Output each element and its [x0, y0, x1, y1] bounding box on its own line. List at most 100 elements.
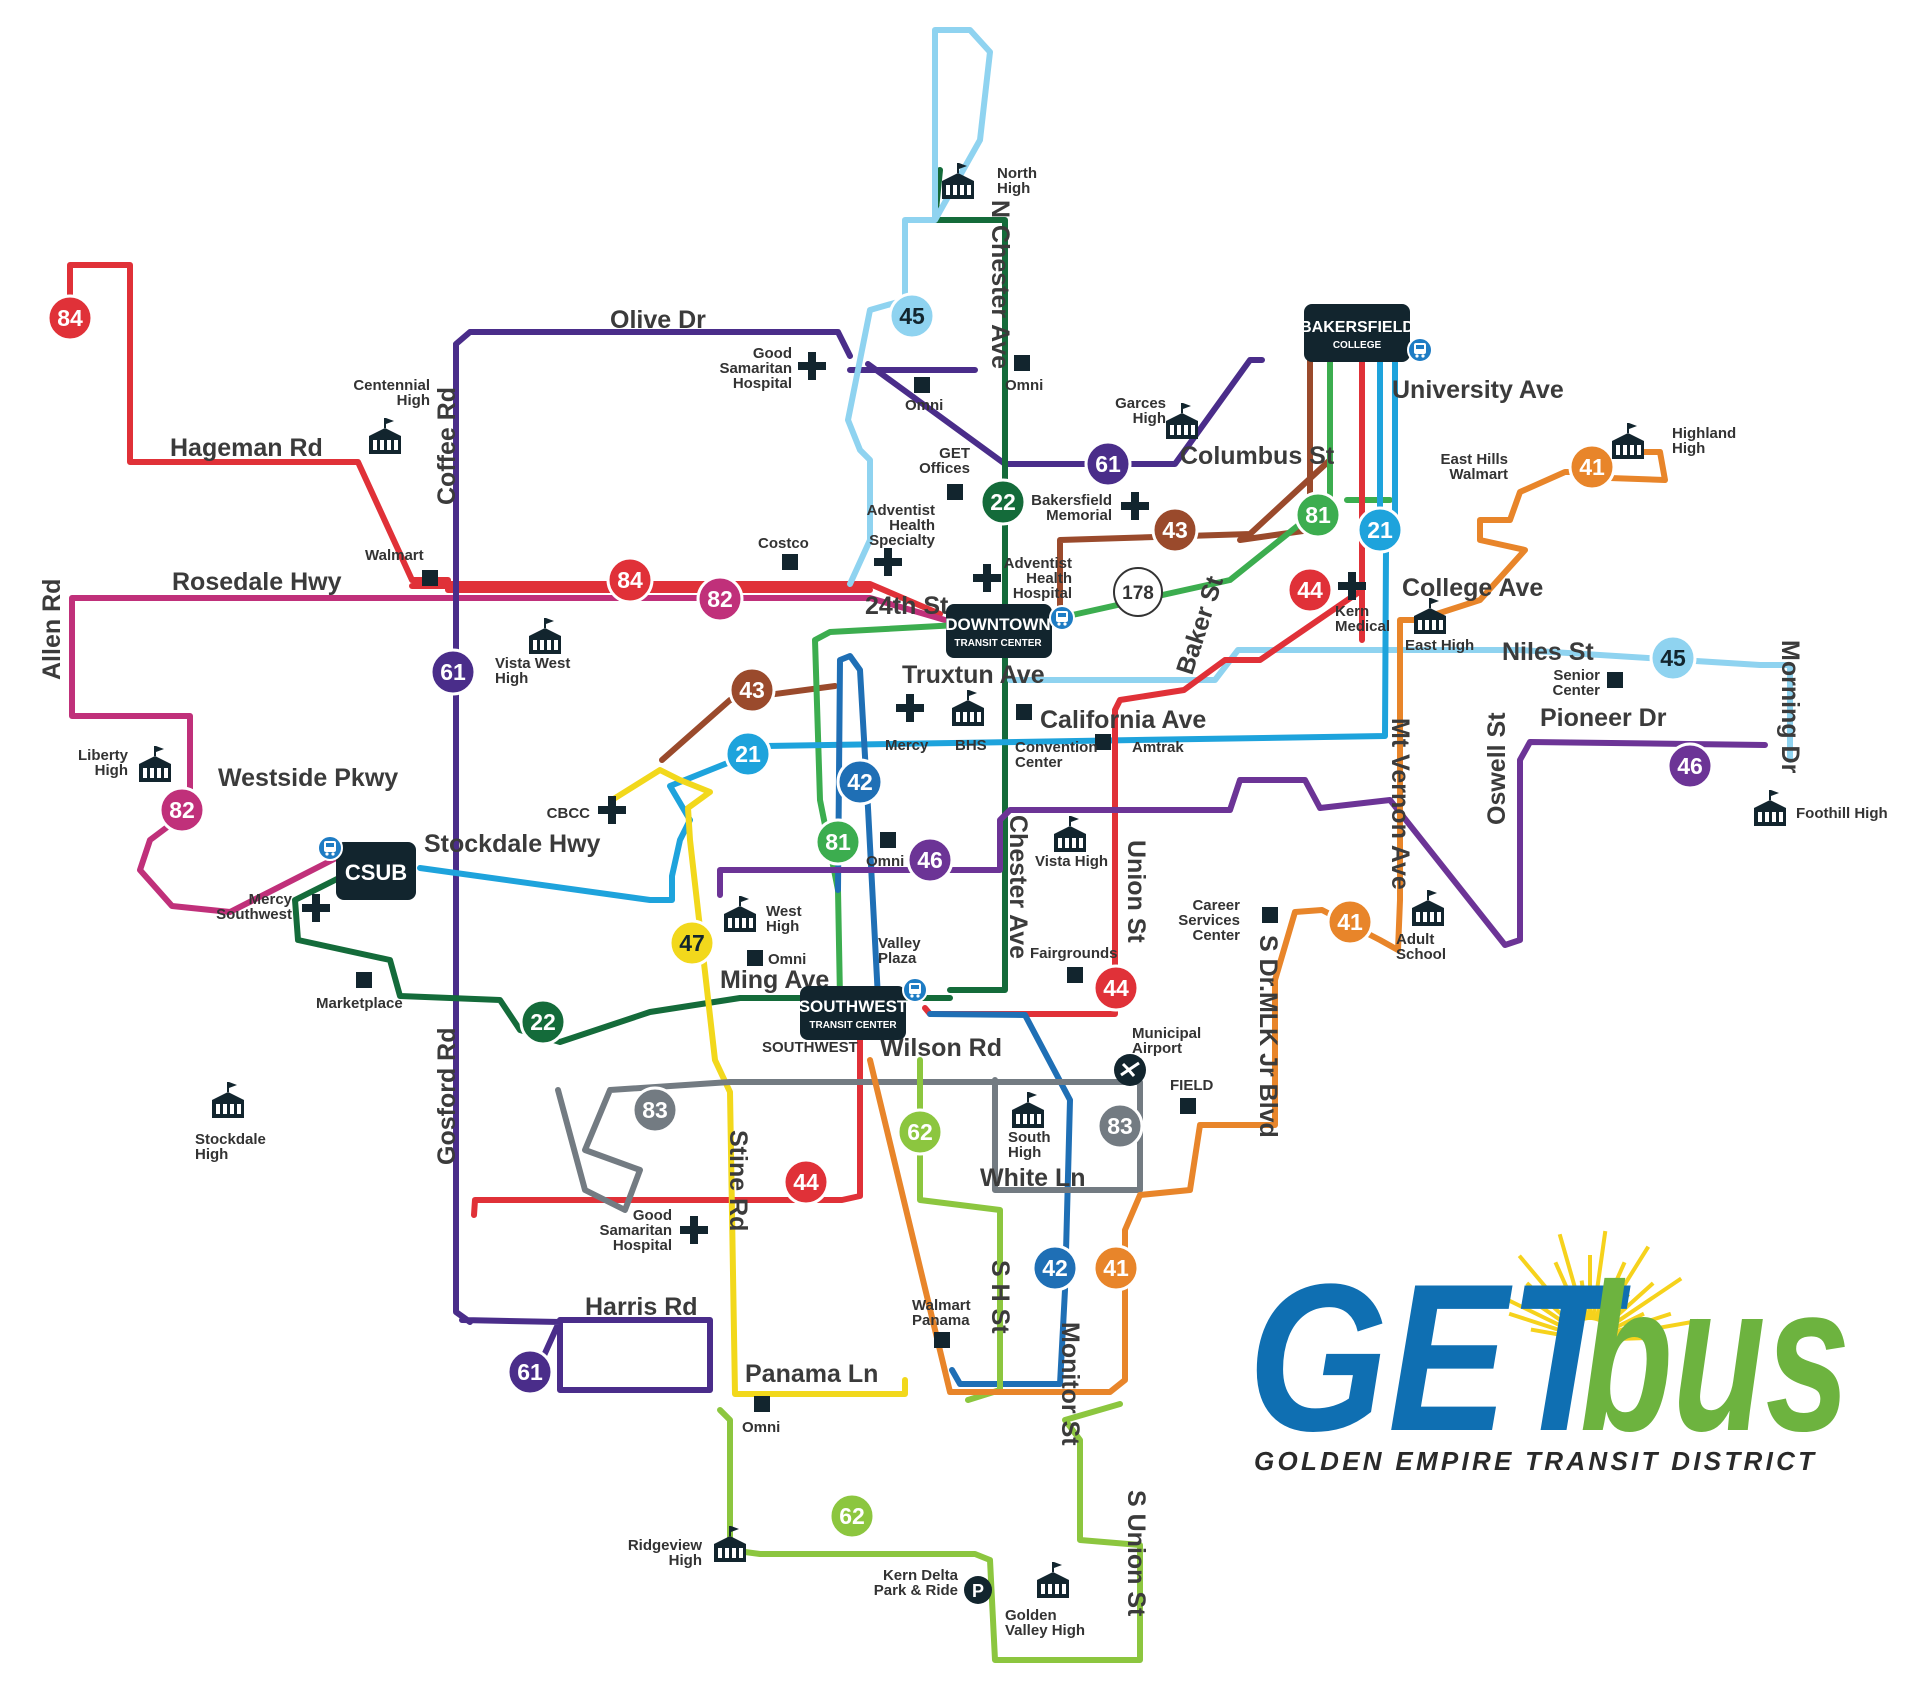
- svg-text:47: 47: [679, 930, 705, 956]
- sun-ray: [1608, 1311, 1672, 1336]
- street-chester-ave: Chester Ave: [1004, 815, 1032, 959]
- hub-southwest-transit-center[interactable]: SOUTHWEST TRANSIT CENTER: [799, 977, 928, 1040]
- route-82-line: [69, 595, 948, 915]
- hub-downtown-transit-center[interactable]: DOWNTOWN TRANSIT CENTER: [945, 604, 1075, 658]
- route-badge-47[interactable]: 47: [668, 919, 716, 967]
- route-badge-83[interactable]: 83: [1096, 1102, 1144, 1150]
- street-westside-pkwy: Westside Pkwy: [218, 764, 398, 792]
- place-fairgrounds: Fairgrounds: [1030, 945, 1118, 962]
- getbus-logo: GET bus GOLDEN EMPIRE TRANSIT DISTRICT: [1248, 1230, 1850, 1476]
- route-badge-82[interactable]: 82: [696, 575, 744, 623]
- route-47-line: [609, 767, 908, 1397]
- school-icon: [1166, 403, 1198, 439]
- route-badge-46[interactable]: 46: [1666, 742, 1714, 790]
- route-badge-45[interactable]: 45: [888, 292, 936, 340]
- place-amtrak: Amtrak: [1132, 739, 1184, 756]
- svg-text:82: 82: [169, 797, 195, 823]
- hub-csub[interactable]: CSUB: [317, 835, 416, 900]
- street-white-ln: White Ln: [980, 1164, 1086, 1192]
- sun-ray: [1530, 1327, 1571, 1339]
- route-badge-82[interactable]: 82: [158, 786, 206, 834]
- street-morning-dr: Morning Dr: [1776, 640, 1804, 774]
- route-badge-41[interactable]: 41: [1568, 443, 1616, 491]
- school-icon: [724, 896, 756, 932]
- svg-text:42: 42: [1042, 1255, 1068, 1281]
- svg-text:61: 61: [1095, 451, 1121, 477]
- school-icon: [529, 618, 561, 654]
- street-gosford-rd: Gosford Rd: [433, 1028, 461, 1166]
- route-badge-45[interactable]: 45: [1649, 634, 1697, 682]
- hospital-icon: [302, 894, 330, 922]
- hospital-icon: [896, 694, 924, 722]
- street-union-st: Union St: [1122, 840, 1150, 943]
- svg-text:21: 21: [735, 741, 761, 767]
- route-61-line: [453, 329, 1265, 1393]
- route-badge-178[interactable]: 178: [1113, 567, 1163, 617]
- sun-ray: [1590, 1230, 1608, 1321]
- route-badge-61[interactable]: 61: [506, 1348, 554, 1396]
- route-badge-44[interactable]: 44: [1286, 566, 1334, 614]
- svg-text:61: 61: [440, 659, 466, 685]
- svg-text:22: 22: [990, 489, 1016, 515]
- logo-tagline: GOLDEN EMPIRE TRANSIT DISTRICT: [1254, 1446, 1816, 1476]
- street-stockdale-hwy: Stockdale Hwy: [424, 830, 601, 858]
- svg-text:42: 42: [847, 769, 873, 795]
- route-badge-21[interactable]: 21: [724, 730, 772, 778]
- logo-bus-text: bus: [1580, 1240, 1850, 1475]
- place-omni-1: Omni: [905, 397, 943, 414]
- svg-text:46: 46: [917, 847, 943, 873]
- school-icon: [139, 746, 171, 782]
- route-badge-61[interactable]: 61: [1084, 440, 1132, 488]
- route-badge-22[interactable]: 22: [519, 998, 567, 1046]
- route-badge-84[interactable]: 84: [46, 294, 94, 342]
- sun-ray: [1508, 1311, 1572, 1336]
- route-badge-44[interactable]: 44: [782, 1158, 830, 1206]
- route-badge-46[interactable]: 46: [906, 836, 954, 884]
- route-badge-62[interactable]: 62: [896, 1108, 944, 1156]
- place-bhs: BHS: [955, 737, 987, 754]
- route-badge-43[interactable]: 43: [1151, 506, 1199, 554]
- route-badge-84[interactable]: 84: [606, 556, 654, 604]
- hub-bakersfield-college[interactable]: BAKERSFIELD COLLEGE: [1300, 304, 1433, 363]
- route-badge-42[interactable]: 42: [1031, 1244, 1079, 1292]
- route-badge-22[interactable]: 22: [979, 478, 1027, 526]
- street-s-union-st: S Union St: [1122, 1490, 1150, 1617]
- svg-text:41: 41: [1103, 1255, 1129, 1281]
- place-walmart-1: Walmart: [365, 547, 424, 564]
- route-83-line: [555, 1077, 1143, 1213]
- svg-text:83: 83: [642, 1097, 668, 1123]
- route-badge-43[interactable]: 43: [728, 666, 776, 714]
- route-46-line: [717, 739, 1768, 948]
- route-badge-81[interactable]: 81: [1294, 491, 1342, 539]
- route-badge-62[interactable]: 62: [828, 1492, 876, 1540]
- route-badge-61[interactable]: 61: [429, 648, 477, 696]
- route-badge-81[interactable]: 81: [814, 818, 862, 866]
- marketplace-square-icon: [356, 972, 372, 988]
- bus-icon: [902, 977, 928, 1003]
- place-southwest: SOUTHWEST: [762, 1039, 858, 1056]
- route-badge-83[interactable]: 83: [631, 1086, 679, 1134]
- route-badge-41[interactable]: 41: [1092, 1244, 1140, 1292]
- svg-text:84: 84: [57, 305, 83, 331]
- route-badge-41[interactable]: 41: [1326, 898, 1374, 946]
- svg-text:84: 84: [617, 567, 643, 593]
- svg-text:82: 82: [707, 586, 733, 612]
- svg-text:44: 44: [1297, 577, 1323, 603]
- route-badge-42[interactable]: 42: [836, 758, 884, 806]
- svg-text:BAKERSFIELD: BAKERSFIELD: [1300, 319, 1414, 336]
- sunburst-icon: [1490, 1230, 1699, 1342]
- route-badge-21[interactable]: 21: [1356, 506, 1404, 554]
- place-omni-3: Omni: [866, 853, 904, 870]
- route-badge-44[interactable]: 44: [1092, 964, 1140, 1012]
- bus-icon: [1407, 337, 1433, 363]
- svg-text:P: P: [972, 1581, 984, 1601]
- svg-text:SOUTHWEST: SOUTHWEST: [799, 997, 908, 1016]
- svg-text:61: 61: [517, 1359, 543, 1385]
